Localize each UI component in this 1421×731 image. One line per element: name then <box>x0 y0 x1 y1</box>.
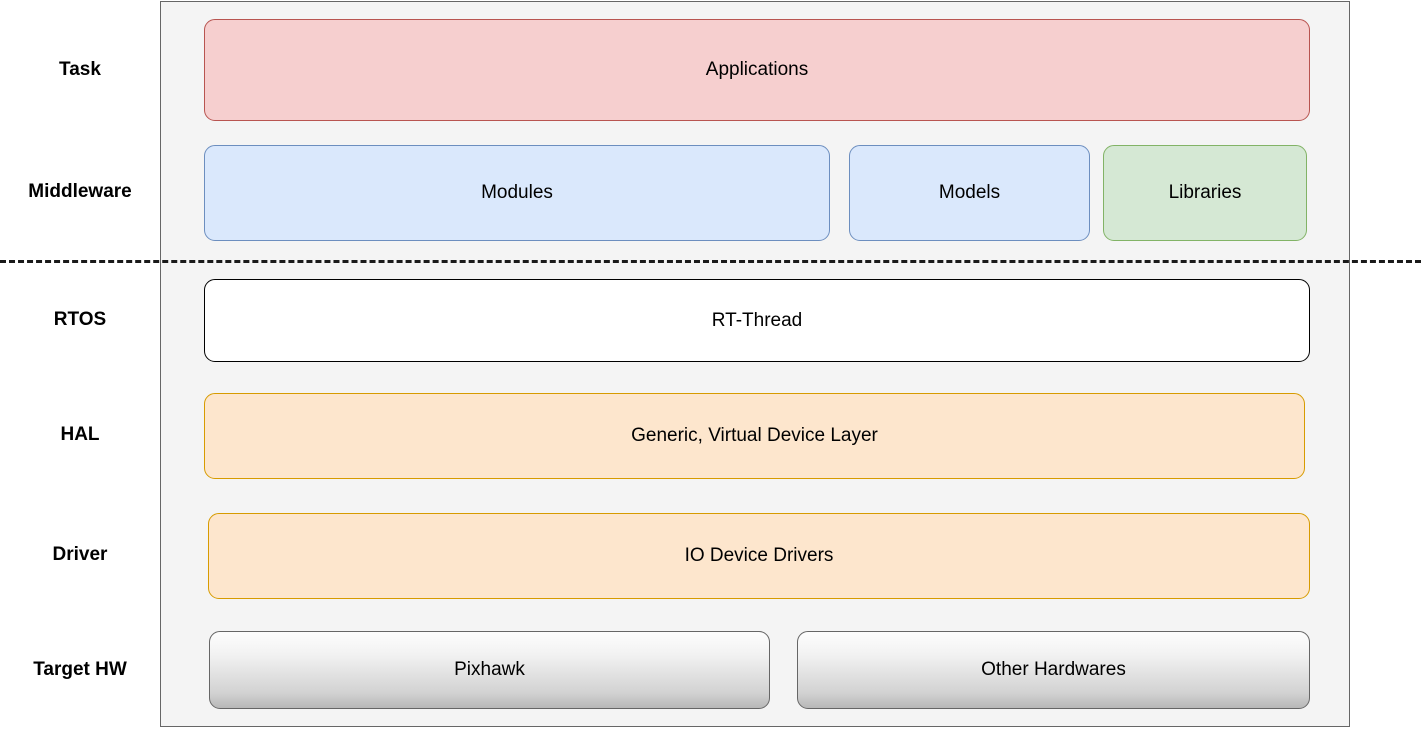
row-label-hal: HAL <box>60 424 100 445</box>
block-label: Applications <box>705 59 809 80</box>
block-io-device-drivers[interactable]: IO Device Drivers <box>208 513 1310 599</box>
block-label: Generic, Virtual Device Layer <box>631 425 878 446</box>
block-label: Libraries <box>1168 182 1242 203</box>
block-label: Models <box>938 182 1001 203</box>
row-label-driver: Driver <box>52 544 108 565</box>
diagram-panel <box>160 1 1350 727</box>
block-label: RT-Thread <box>711 309 803 331</box>
row-label-middleware: Middleware <box>28 181 132 202</box>
block-models[interactable]: Models <box>849 145 1090 241</box>
block-rt-thread[interactable]: RT-Thread <box>204 279 1310 362</box>
block-label: Pixhawk <box>454 659 525 680</box>
block-applications[interactable]: Applications <box>204 19 1310 121</box>
block-label: IO Device Drivers <box>684 545 834 566</box>
block-label: Other Hardwares <box>981 659 1126 680</box>
row-label-target-hw: Target HW <box>33 659 127 680</box>
hardware-software-divider <box>0 260 1421 263</box>
block-label: Modules <box>481 182 553 203</box>
block-modules[interactable]: Modules <box>204 145 830 241</box>
block-pixhawk[interactable]: Pixhawk <box>209 631 770 709</box>
row-label-rtos: RTOS <box>53 309 107 330</box>
block-generic-virtual-device-layer[interactable]: Generic, Virtual Device Layer <box>204 393 1305 479</box>
block-libraries[interactable]: Libraries <box>1103 145 1307 241</box>
block-other-hardwares[interactable]: Other Hardwares <box>797 631 1310 709</box>
row-label-task: Task <box>59 59 101 80</box>
